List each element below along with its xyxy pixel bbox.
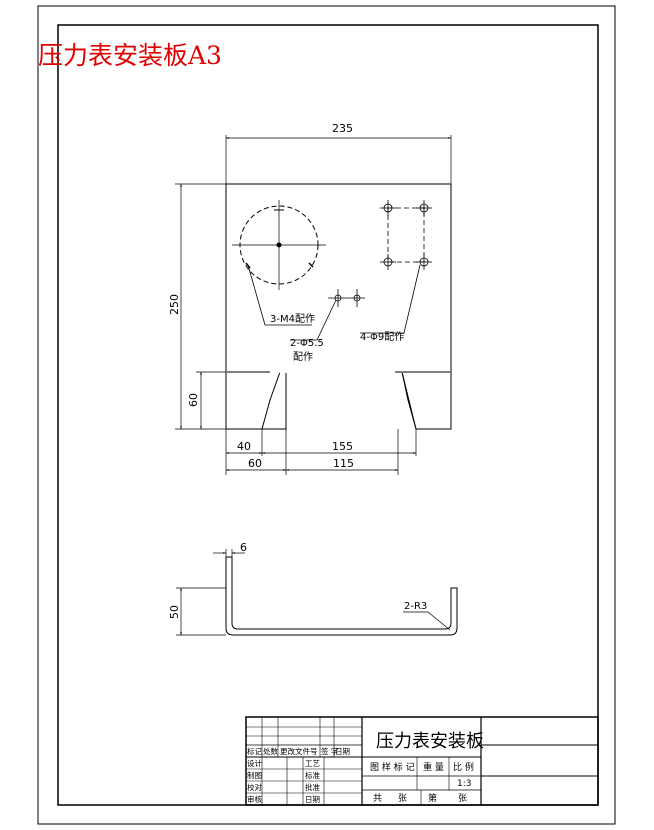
sheet-unit: 张 — [398, 793, 407, 804]
role-design: 设计 — [247, 758, 262, 768]
role-review: 审核 — [247, 794, 262, 804]
title-block — [245, 716, 599, 806]
inner-frame — [57, 24, 599, 806]
dim-40-label: 40 — [237, 440, 251, 453]
dim-235 — [225, 135, 452, 184]
role-drawing: 制图 — [247, 770, 262, 780]
dim-155-label: 155 — [332, 440, 353, 453]
small-holes — [328, 289, 365, 307]
attr-weight: 重 量 — [423, 761, 444, 773]
dim-50-label: 50 — [168, 605, 181, 619]
callout-9: 4-Φ9配作 — [360, 331, 404, 343]
part-name: 压力表安装板 — [376, 731, 484, 752]
rev-header-2: 处数 — [263, 746, 278, 756]
sheet-total: 共 — [373, 793, 382, 804]
dim-6 — [213, 549, 245, 557]
dim-250 — [175, 183, 226, 430]
rev-header-5: 日期 — [335, 747, 350, 756]
leaders — [247, 264, 421, 341]
callout-m4: 3-M4配作 — [270, 313, 315, 325]
plate-lower-right — [401, 371, 417, 430]
four-holes — [380, 200, 432, 270]
radius-leader — [403, 611, 451, 631]
rev-header-3: 更改文件号 — [280, 746, 318, 756]
outer-border — [37, 5, 616, 825]
callout-radius: 2-R3 — [404, 601, 427, 612]
callout-55-line1: 2-Φ5.5 — [290, 338, 324, 349]
plate-lower-left — [225, 372, 262, 430]
dim-60h-label: 60 — [248, 457, 262, 470]
dim-235-label: 235 — [332, 122, 353, 135]
callout-55-line2: 配作 — [293, 351, 313, 363]
sheet-no: 第 — [428, 792, 437, 804]
side-view — [225, 556, 458, 636]
role2-process: 工艺 — [305, 759, 320, 768]
rev-header-1: 标记 — [247, 746, 262, 756]
role2-standard: 标准 — [305, 770, 320, 780]
attr-scale: 比 例 — [453, 761, 474, 773]
dim-115-label: 115 — [333, 457, 354, 470]
sheet-unit-2: 张 — [458, 793, 467, 804]
front-view — [225, 183, 452, 430]
attr-drawing-mark: 图 样 标 记 — [370, 761, 415, 773]
role2-approve: 批准 — [305, 782, 320, 792]
dim-6-label: 6 — [240, 541, 247, 554]
dim-40-155 — [225, 429, 417, 475]
dim-60v-label: 60 — [187, 393, 200, 407]
rev-header-4: 签 字 — [321, 746, 338, 756]
scale-value: 1:3 — [457, 779, 471, 789]
gauge-circle — [232, 200, 326, 290]
header-title: 压力表安装板A3 — [38, 41, 222, 70]
dim-60v — [196, 371, 226, 429]
role-check: 校对 — [247, 782, 262, 792]
dim-50 — [176, 587, 226, 636]
dim-250-label: 250 — [168, 294, 181, 315]
role2-date: 日期 — [305, 795, 320, 804]
